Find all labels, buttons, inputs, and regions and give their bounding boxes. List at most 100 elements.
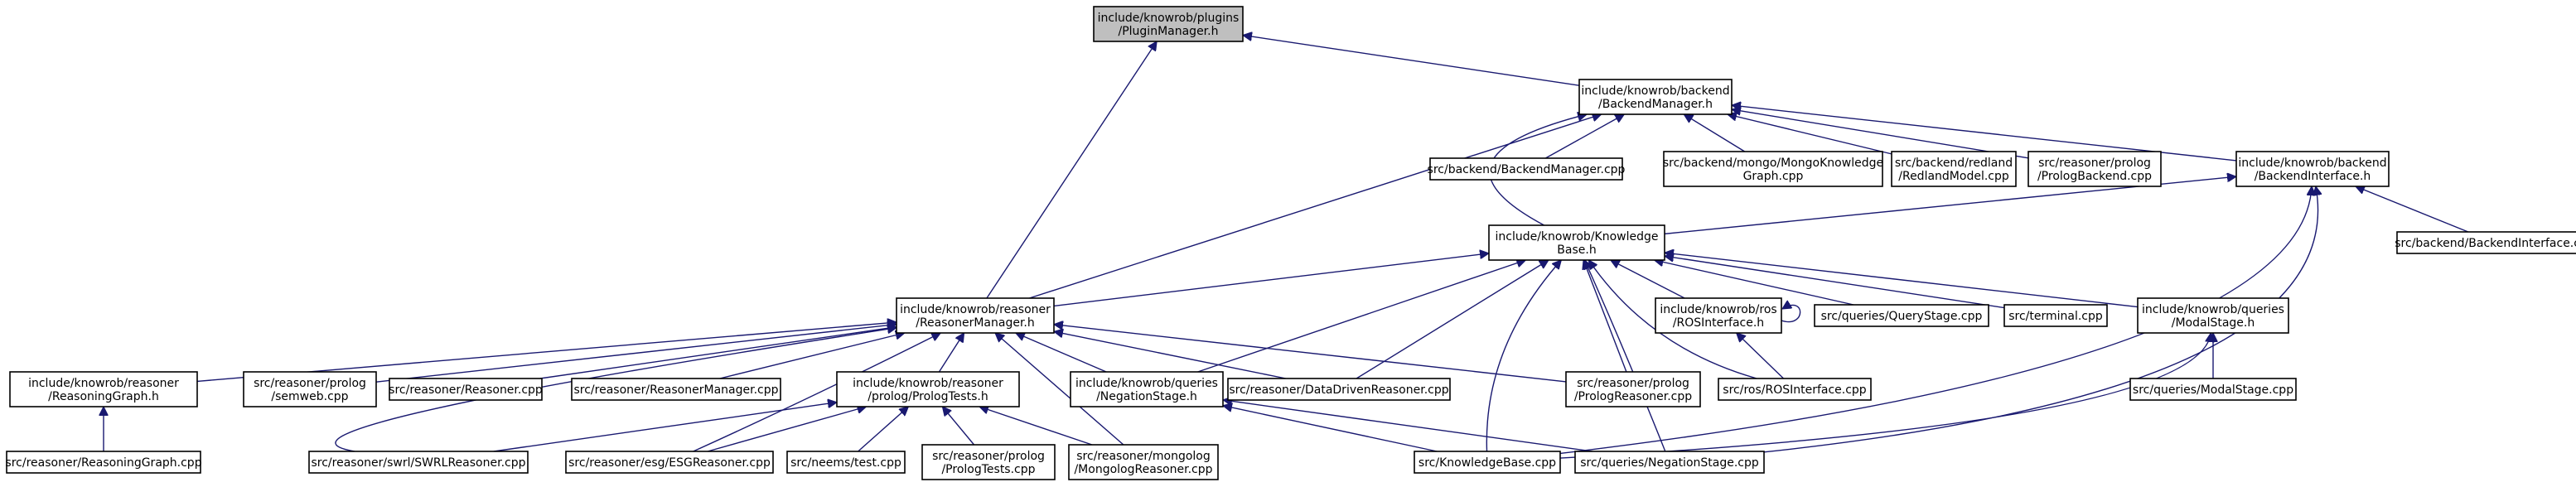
node-label: src/reasoner/ReasonerManager.cpp — [573, 383, 778, 397]
node-ros_interface_cpp[interactable]: src/ros/ROSInterface.cpp — [1718, 378, 1872, 401]
edge-knowledge_base_cpp-to-modal_stage_h — [1559, 333, 2211, 459]
node-label: include/knowrob/Knowledge — [1495, 230, 1658, 244]
node-label: src/backend/redland — [1895, 157, 2013, 170]
node-label: src/queries/ModalStage.cpp — [2133, 383, 2293, 397]
node-reasoner_cpp[interactable]: src/reasoner/Reasoner.cpp — [389, 378, 543, 401]
node-label: include/knowrob/plugins — [1098, 12, 1240, 25]
edge-prolog_tests_cpp-to-prolog_tests_h — [942, 407, 975, 446]
node-label: /semweb.cpp — [271, 390, 348, 403]
node-label: src/ros/ROSInterface.cpp — [1723, 383, 1867, 397]
edge-terminal_cpp-to-knowledge_base_h — [1665, 256, 2005, 309]
node-reasoner_manager_h[interactable]: include/knowrob/reasoner/ReasonerManager… — [896, 297, 1055, 334]
node-box — [571, 378, 781, 401]
node-label: /PrologReasoner.cpp — [1574, 390, 1692, 403]
node-label: include/knowrob/ros — [1660, 303, 1776, 316]
node-box — [1429, 157, 1623, 181]
node-knowledge_base_h[interactable]: include/knowrob/KnowledgeBase.h — [1488, 224, 1665, 261]
node-ros_interface_h[interactable]: include/knowrob/ros/ROSInterface.h — [1655, 297, 1782, 334]
node-backend_manager_h[interactable]: include/knowrob/backend/BackendManager.h — [1578, 79, 1733, 115]
node-modal_stage_h[interactable]: include/knowrob/queries/ModalStage.h — [2137, 297, 2289, 334]
node-backend_manager_cpp[interactable]: src/backend/BackendManager.cpp — [1428, 157, 1626, 181]
edge-data_driven_cpp-to-reasoner_manager_h — [1054, 331, 1287, 379]
node-label: /ReasoningGraph.h — [48, 390, 159, 403]
node-label: /PluginManager.h — [1119, 25, 1219, 38]
node-label: src/backend/BackendInterface.cpp — [2395, 237, 2576, 250]
edge-reasoner_manager_h-to-knowledge_base_h — [1053, 253, 1489, 307]
node-label: Base.h — [1557, 244, 1596, 257]
node-reasoner_manager_cpp[interactable]: src/reasoner/ReasonerManager.cpp — [571, 378, 781, 401]
node-label: include/knowrob/backend — [2238, 157, 2386, 170]
node-reasoning_graph_h[interactable]: include/knowrob/reasoner/ReasoningGraph.… — [9, 371, 198, 407]
node-reasoning_graph_cpp[interactable]: src/reasoner/ReasoningGraph.cpp — [5, 451, 202, 474]
node-label: Graph.cpp — [1743, 170, 1804, 183]
node-label: /PrologBackend.cpp — [2037, 170, 2152, 183]
node-box — [921, 444, 1056, 480]
edge-mongo_kg_cpp-to-backend_manager_h — [1684, 114, 1746, 152]
node-box — [1227, 378, 1451, 401]
node-label: src/reasoner/DataDrivenReasoner.cpp — [1229, 383, 1448, 397]
node-label: src/reasoner/prolog — [932, 450, 1045, 463]
edge-negation_stage_cpp-to-backend_interface_h — [1763, 186, 2318, 453]
edge-backend_interface_cpp-to-backend_interface_h — [2356, 186, 2469, 233]
node-prolog_tests_h[interactable]: include/knowrob/reasoner/prolog/PrologTe… — [836, 371, 1020, 407]
edge-mongolog_cpp-to-prolog_tests_h — [979, 407, 1093, 446]
node-box — [1578, 79, 1733, 115]
node-mongolog_cpp[interactable]: src/reasoner/mongolog/MongologReasoner.c… — [1068, 444, 1219, 480]
edge-esg_cpp-to-prolog_tests_h — [707, 407, 866, 452]
edge-prolog_reasoner_cpp-to-reasoner_manager_h — [1054, 325, 1567, 383]
node-label: src/queries/NegationStage.cpp — [1580, 456, 1759, 470]
node-query_stage_cpp[interactable]: src/queries/QueryStage.cpp — [1814, 304, 1989, 327]
node-prolog_reasoner_cpp[interactable]: src/reasoner/prolog/PrologReasoner.cpp — [1565, 371, 1701, 407]
node-box — [308, 451, 529, 474]
node-box — [2003, 304, 2108, 327]
node-semweb_cpp[interactable]: src/reasoner/prolog/semweb.cpp — [243, 371, 377, 407]
edge-negation_stage_cpp-to-negation_stage_h — [1223, 400, 1592, 452]
node-prolog_backend_cpp[interactable]: src/reasoner/prolog/PrologBackend.cpp — [2027, 151, 2162, 187]
edge-mongolog_cpp-to-reasoner_manager_h — [995, 333, 1124, 446]
node-label: include/knowrob/queries — [2142, 303, 2284, 316]
edges-layer — [104, 35, 2469, 459]
node-knowledge_base_cpp[interactable]: src/KnowledgeBase.cpp — [1414, 451, 1561, 474]
node-neems_test_cpp[interactable]: src/neems/test.cpp — [786, 451, 906, 474]
node-box — [2137, 297, 2289, 334]
node-backend_interface_h[interactable]: include/knowrob/backend/BackendInterface… — [2235, 151, 2390, 187]
node-box — [1070, 371, 1224, 407]
edge-ros_interface_cpp-to-ros_interface_h — [1737, 333, 1785, 379]
node-label: src/reasoner/prolog — [254, 377, 366, 390]
node-box — [786, 451, 906, 474]
node-box — [1891, 151, 2017, 187]
node-data_driven_cpp[interactable]: src/reasoner/DataDrivenReasoner.cpp — [1227, 378, 1451, 401]
node-label: include/knowrob/reasoner — [853, 377, 1003, 390]
node-label: /BackendInterface.h — [2255, 170, 2371, 183]
edge-esg_cpp-to-reasoner_manager_h — [693, 332, 941, 452]
node-swrl_cpp[interactable]: src/reasoner/swrl/SWRLReasoner.cpp — [308, 451, 529, 474]
node-prolog_tests_cpp[interactable]: src/reasoner/prolog/PrologTests.cpp — [921, 444, 1056, 480]
node-label: src/reasoner/mongolog — [1076, 450, 1211, 463]
edge-swrl_cpp-to-reasoner_manager_h — [335, 328, 897, 452]
edge-knowledge_base_cpp-to-negation_stage_h — [1223, 406, 1438, 452]
node-label: /NegationStage.h — [1096, 390, 1197, 403]
node-box — [1414, 451, 1561, 474]
node-esg_cpp[interactable]: src/reasoner/esg/ESGReasoner.cpp — [565, 451, 774, 474]
node-label: src/backend/BackendManager.cpp — [1428, 163, 1626, 176]
edge-negation_stage_h-to-knowledge_base_h — [1197, 260, 1526, 373]
edge-knowledge_base_cpp-to-backend_interface_h — [1559, 186, 2312, 455]
node-terminal_cpp[interactable]: src/terminal.cpp — [2003, 304, 2108, 327]
node-plugin_manager[interactable]: include/knowrob/plugins/PluginManager.h — [1093, 6, 1244, 42]
node-negation_stage_cpp[interactable]: src/queries/NegationStage.cpp — [1574, 451, 1765, 474]
edge-ros_interface_h-to-ros_interface_h — [1781, 305, 1801, 323]
edge-semweb_cpp-to-reasoner_manager_h — [375, 325, 897, 383]
node-box — [1663, 151, 1883, 187]
node-backend_interface_cpp[interactable]: src/backend/BackendInterface.cpp — [2395, 231, 2576, 254]
node-redland_cpp[interactable]: src/backend/redland/RedlandModel.cpp — [1891, 151, 2017, 187]
node-label: include/knowrob/reasoner — [28, 377, 179, 390]
node-negation_stage_h[interactable]: include/knowrob/queries/NegationStage.h — [1070, 371, 1224, 407]
node-label: src/reasoner/esg/ESGReasoner.cpp — [568, 456, 771, 470]
node-label: include/knowrob/backend — [1581, 84, 1729, 98]
node-modal_stage_cpp[interactable]: src/queries/ModalStage.cpp — [2129, 378, 2297, 401]
edge-prolog_tests_h-to-reasoner_manager_h — [938, 333, 964, 373]
node-mongo_kg_cpp[interactable]: src/backend/mongo/MongoKnowledgeGraph.cp… — [1663, 151, 1883, 187]
edge-prolog_backend_cpp-to-backend_manager_h — [1732, 109, 2029, 159]
edge-backend_manager_cpp-to-backend_manager_h — [1544, 113, 1624, 159]
